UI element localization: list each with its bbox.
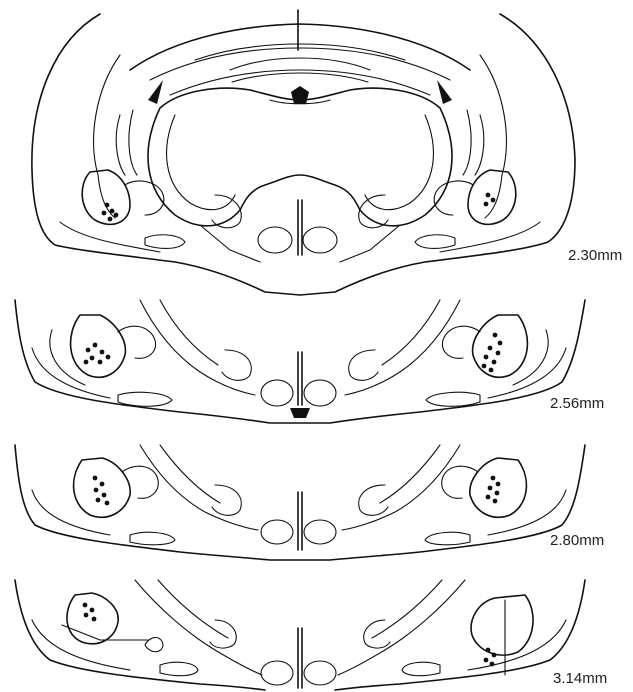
brain-outline-section-4 bbox=[15, 580, 585, 690]
section-2-56mm: 2.56mm bbox=[15, 300, 604, 423]
brain-outline-section-1 bbox=[32, 10, 575, 295]
brain-outline-section-3 bbox=[15, 445, 585, 560]
section-label-4: 3.14mm bbox=[553, 670, 607, 687]
section-3-14mm: 3.14mm bbox=[15, 580, 607, 690]
section-2-80mm: 2.80mm bbox=[15, 445, 604, 560]
section-label-1: 2.30mm bbox=[568, 247, 622, 264]
injection-dots-section-3 bbox=[93, 476, 501, 506]
section-label-3: 2.80mm bbox=[550, 532, 604, 549]
section-label-2: 2.56mm bbox=[550, 395, 604, 412]
injection-dots-section-2 bbox=[84, 333, 503, 373]
section-2-30mm: 2.30mm bbox=[32, 10, 622, 295]
